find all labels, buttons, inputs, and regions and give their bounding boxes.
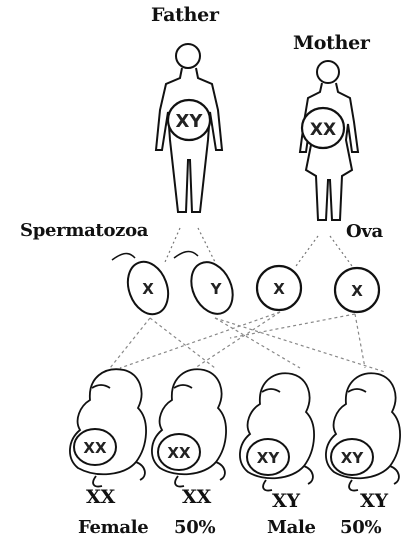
- sperm-y: Y: [174, 252, 241, 321]
- embryo-1: XX: [70, 369, 146, 486]
- offspring-4-genotype: XY: [360, 490, 388, 512]
- ovum-1-chromosome: X: [273, 280, 285, 298]
- mother-label: Mother: [293, 32, 370, 54]
- mother-head: [317, 61, 339, 83]
- female-label: Female: [78, 517, 148, 538]
- father-chromosomes: XY: [176, 111, 204, 132]
- ovum-1: X: [257, 266, 301, 310]
- embryo-3-chromosomes: XY: [257, 449, 281, 467]
- mother-cell: XX: [302, 108, 344, 148]
- embryo-2-chromosomes: XX: [167, 444, 191, 462]
- ova-label: Ova: [346, 221, 383, 242]
- father-label: Father: [151, 4, 219, 26]
- gamete-lines: [165, 228, 352, 266]
- male-percent: 50%: [340, 517, 381, 538]
- male-label: Male: [267, 517, 316, 538]
- offspring-2-genotype: XX: [182, 486, 211, 508]
- father-cell: XY: [168, 100, 210, 140]
- sperm-x: X: [112, 254, 175, 320]
- embryo-2: XX: [152, 369, 226, 486]
- embryo-1-chromosomes: XX: [83, 439, 107, 457]
- embryo-4-chromosomes: XY: [341, 449, 365, 467]
- embryo-4: XY: [326, 373, 400, 490]
- sperm-y-chromosome: Y: [210, 280, 223, 298]
- offspring-1-genotype: XX: [86, 486, 115, 508]
- embryo-3: XY: [240, 373, 314, 490]
- spermatozoa-label: Spermatozoa: [20, 220, 148, 241]
- ovum-2-chromosome: X: [351, 282, 363, 300]
- mother-body: [300, 83, 358, 220]
- fertilization-arrows: [110, 312, 385, 372]
- offspring-3-genotype: XY: [272, 490, 300, 512]
- ovum-2: X: [335, 268, 379, 312]
- sperm-x-chromosome: X: [142, 280, 154, 298]
- mother-chromosomes: XX: [310, 120, 336, 140]
- father-head: [176, 44, 200, 68]
- female-percent: 50%: [174, 517, 215, 538]
